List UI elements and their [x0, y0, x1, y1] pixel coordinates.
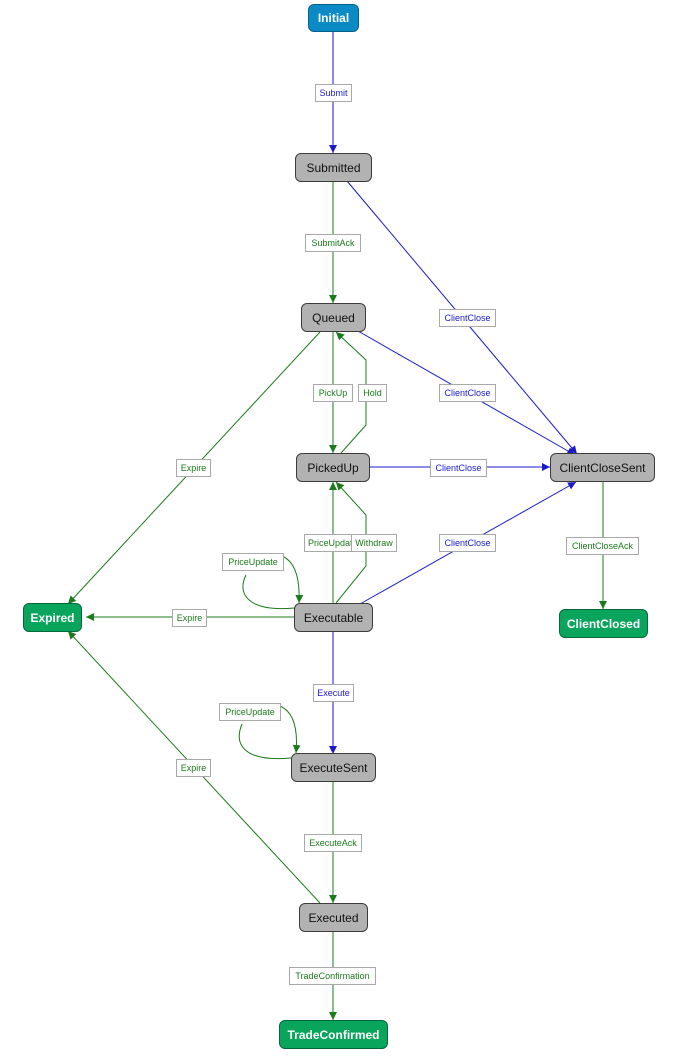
- edge-label-pickup: PickUp: [313, 384, 353, 402]
- node-executesent[interactable]: ExecuteSent: [291, 753, 376, 782]
- edge-label-priceupdate-executesent: PriceUpdate: [219, 703, 281, 721]
- node-tradeconfirmed[interactable]: TradeConfirmed: [279, 1020, 388, 1049]
- edge-label-expire-executed: Expire: [176, 759, 211, 777]
- edge-label-clientclose-pickedup: ClientClose: [430, 459, 487, 477]
- edge-label-clientcloseack: ClientCloseAck: [566, 537, 639, 555]
- edge-label-execute: Execute: [313, 684, 354, 702]
- edge-label-clientclose-queued: ClientClose: [439, 384, 496, 402]
- edge-label-executeack: ExecuteAck: [304, 834, 362, 852]
- node-pickedup[interactable]: PickedUp: [296, 453, 370, 482]
- node-initial[interactable]: Initial: [308, 4, 359, 32]
- node-submitted[interactable]: Submitted: [295, 153, 372, 182]
- edge-label-clientclose-submitted: ClientClose: [439, 309, 496, 327]
- edge-priceupdate-executable: [242, 555, 299, 609]
- node-queued[interactable]: Queued: [301, 303, 366, 332]
- edge-label-withdraw: Withdraw: [351, 534, 397, 552]
- edge-label-tradeconfirmation: TradeConfirmation: [289, 967, 376, 985]
- edge-label-clientclose-executable: ClientClose: [439, 534, 496, 552]
- edge-label-expire-queued: Expire: [176, 459, 211, 477]
- edge-label-hold: Hold: [358, 384, 387, 402]
- node-executable[interactable]: Executable: [294, 603, 373, 632]
- node-expired[interactable]: Expired: [23, 603, 82, 632]
- edge-label-expire-executable: Expire: [172, 609, 207, 627]
- edge-priceupdate-executesent: [238, 705, 296, 759]
- node-executed[interactable]: Executed: [299, 903, 368, 932]
- edge-label-submitack: SubmitAck: [305, 234, 361, 252]
- edge-label-priceupdate-pickedup: PriceUpdate: [304, 534, 352, 552]
- node-clientclosesent[interactable]: ClientCloseSent: [550, 453, 655, 482]
- edge-label-priceupdate-executable: PriceUpdate: [222, 553, 284, 571]
- edge-label-submit: Submit: [315, 84, 352, 102]
- node-clientclosed[interactable]: ClientClosed: [559, 609, 648, 638]
